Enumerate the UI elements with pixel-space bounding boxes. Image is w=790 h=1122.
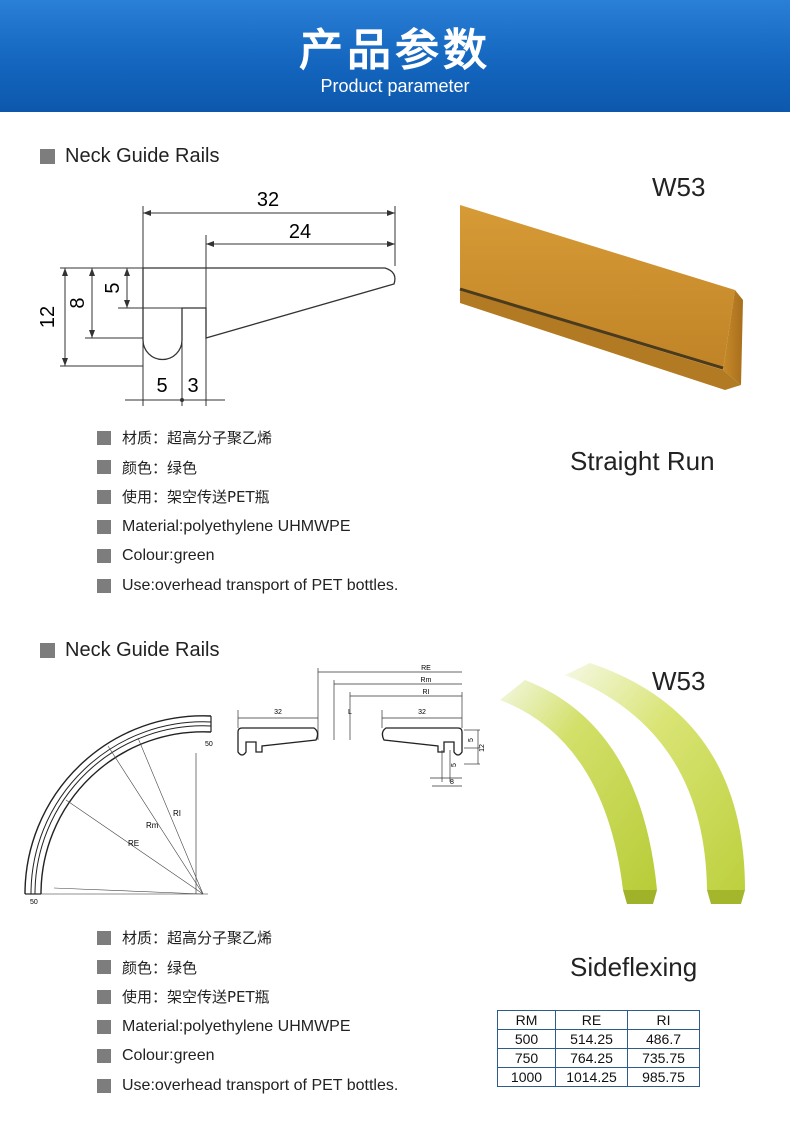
section2-specs: 材质：超高分子聚乙烯 颜色：绿色 使用：架空传送PET瓶 Material:po… — [97, 923, 398, 1101]
bullet-square-icon — [97, 460, 111, 475]
table-header-cell: RI — [627, 1010, 700, 1030]
bullet-square-icon — [97, 989, 111, 1004]
table-cell: 1014.25 — [555, 1067, 628, 1087]
section1-heading-text: Neck Guide Rails — [65, 145, 220, 167]
bullet-square-icon — [97, 960, 111, 975]
banner-title-en: Product parameter — [320, 76, 470, 96]
bullet-square-icon — [97, 549, 111, 564]
sideflex-section-drawing: 32 32 L RE Rm RI 5 12 5 8 — [237, 665, 486, 787]
dim-height-mid: 8 — [67, 297, 89, 308]
curve-dim-50: 50 — [205, 741, 213, 748]
section1-heading: Neck Guide Rails — [40, 145, 220, 168]
section-dim-32-right: 32 — [418, 709, 426, 716]
spec-row: 颜色：绿色 — [97, 953, 398, 983]
page-banner: 产品参数 Product parameter — [0, 0, 790, 112]
radius-table: RM RE RI 500 514.25 486.7 750 764.25 735… — [497, 1010, 700, 1087]
table-header-cell: RM — [497, 1010, 556, 1030]
dim-bottom-right: 3 — [187, 375, 198, 397]
spec-row: Material:polyethylene UHMWPE — [97, 1012, 398, 1042]
section2-run-label: Sideflexing — [570, 952, 698, 982]
section-dim-8: 8 — [450, 779, 454, 786]
straight-profile-drawing: 32 24 12 8 5 5 3 — [37, 189, 396, 406]
straight-rail-image — [459, 205, 743, 390]
spec-row: 材质：超高分子聚乙烯 — [97, 423, 398, 453]
curve-label-re: RE — [128, 839, 139, 848]
table-cell: 500 — [497, 1029, 556, 1049]
bullet-square-icon — [97, 1078, 111, 1093]
section-dim-5: 5 — [468, 738, 475, 742]
dim-bottom-left: 5 — [156, 375, 167, 397]
section1-specs: 材质：超高分子聚乙烯 颜色：绿色 使用：架空传送PET瓶 Material:po… — [97, 423, 398, 601]
bullet-square-icon — [97, 519, 111, 534]
table-cell: 514.25 — [555, 1029, 628, 1049]
spec-row: 使用：架空传送PET瓶 — [97, 982, 398, 1012]
table-cell: 486.7 — [627, 1029, 700, 1049]
dim-width-top: 24 — [289, 221, 311, 243]
bullet-square-icon — [97, 430, 111, 445]
section-label-re: RE — [421, 665, 431, 672]
section-label-ri: RI — [423, 689, 430, 696]
section2-heading: Neck Guide Rails — [40, 639, 220, 662]
dim-height-small: 5 — [102, 282, 124, 293]
section1-run-label: Straight Run — [570, 446, 715, 476]
bullet-square-icon — [97, 578, 111, 593]
curve-dim-50-bottom: 50 — [30, 899, 38, 906]
section1-model: W53 — [652, 172, 706, 202]
table-row: 1000 1014.25 985.75 — [497, 1067, 700, 1087]
spec-row: Colour:green — [97, 541, 398, 571]
section-dim-l: L — [348, 709, 352, 716]
table-cell: 1000 — [497, 1067, 556, 1087]
table-row: 750 764.25 735.75 — [497, 1048, 700, 1068]
table-row: 500 514.25 486.7 — [497, 1029, 700, 1049]
spec-row: Use:overhead transport of PET bottles. — [97, 1071, 398, 1101]
table-cell: 985.75 — [627, 1067, 700, 1087]
curve-label-rm: Rm — [146, 821, 159, 830]
dim-height-total: 12 — [37, 306, 59, 328]
bullet-square-icon — [40, 643, 55, 658]
bullet-square-icon — [97, 1049, 111, 1064]
spec-row: 使用：架空传送PET瓶 — [97, 482, 398, 512]
section-dim-12: 12 — [479, 744, 486, 752]
spec-row: Colour:green — [97, 1041, 398, 1071]
dim-width-total: 32 — [257, 189, 279, 211]
section2-model: W53 — [652, 666, 706, 696]
section-dim-5-bottom: 5 — [451, 763, 458, 767]
table-cell: 764.25 — [555, 1048, 628, 1068]
curve-label-ri: RI — [173, 809, 181, 818]
bullet-square-icon — [97, 489, 111, 504]
sideflex-rail-image — [500, 663, 745, 904]
banner-title-cn: 产品参数 — [299, 25, 491, 76]
section-label-rm: Rm — [421, 677, 432, 684]
section-dim-32-left: 32 — [274, 709, 282, 716]
table-cell: 750 — [497, 1048, 556, 1068]
bullet-square-icon — [97, 930, 111, 945]
table-cell: 735.75 — [627, 1048, 700, 1068]
table-header-row: RM RE RI — [497, 1010, 700, 1030]
section2-heading-text: Neck Guide Rails — [65, 639, 220, 661]
spec-row: Use:overhead transport of PET bottles. — [97, 571, 398, 601]
sideflex-curve-drawing: 50 50 RI Rm RE — [24, 715, 213, 906]
table-header-cell: RE — [555, 1010, 628, 1030]
bullet-square-icon — [97, 1019, 111, 1034]
bullet-square-icon — [40, 149, 55, 164]
spec-row: 颜色：绿色 — [97, 453, 398, 483]
spec-row: Material:polyethylene UHMWPE — [97, 512, 398, 542]
spec-row: 材质：超高分子聚乙烯 — [97, 923, 398, 953]
